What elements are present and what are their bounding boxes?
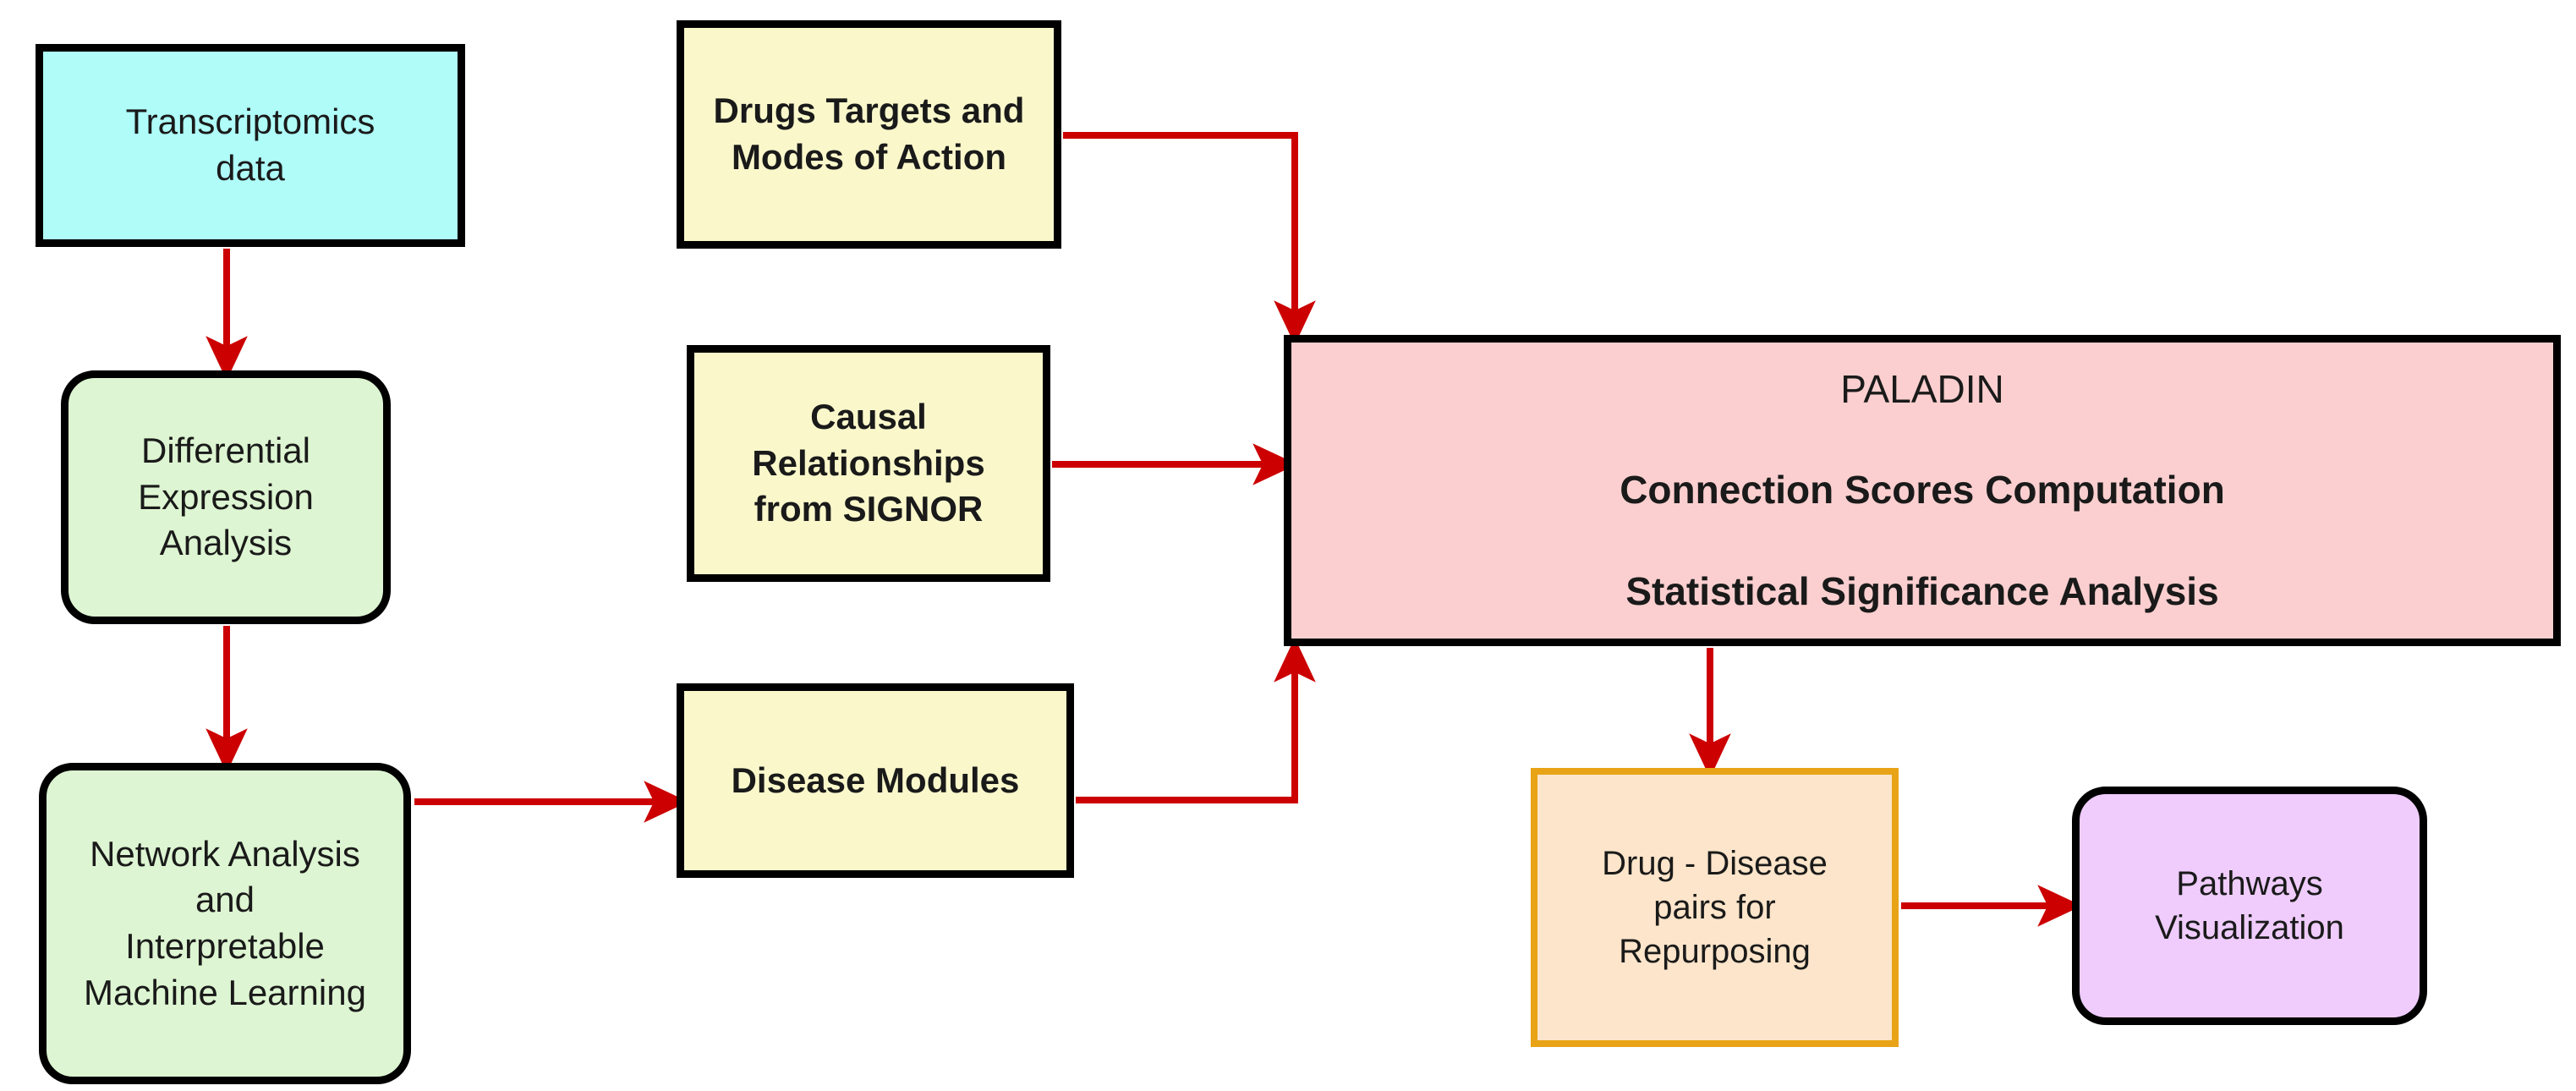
node-drugs-targets-and-modes-of-action[interactable]: Drugs Targets and Modes of Action xyxy=(677,20,1061,249)
node-disease-modules[interactable]: Disease Modules xyxy=(677,683,1074,878)
edge-disease-modules-to-paladin xyxy=(1076,637,1316,803)
node-differential-expression-analysis[interactable]: Differential Expression Analysis xyxy=(61,370,391,624)
node-pathways-visualization[interactable]: Pathways Visualization xyxy=(2072,787,2427,1025)
edge-drugs-to-paladin xyxy=(1063,132,1316,346)
node-drug-disease-pairs-for-repurposing[interactable]: Drug - Disease pairs for Repurposing xyxy=(1531,768,1899,1047)
node-network-analysis-and-interpretable-machine-learning[interactable]: Network Analysis and Interpretable Machi… xyxy=(39,763,411,1084)
paladin-line-statistical-significance: Statistical Significance Analysis xyxy=(1625,568,2219,613)
node-label: Drugs Targets and Modes of Action xyxy=(713,90,1025,177)
node-label: Drug - Disease pairs for Repurposing xyxy=(1602,845,1828,970)
node-label: Pathways Visualization xyxy=(2155,865,2344,946)
node-transcriptomics-data[interactable]: Transcriptomics data xyxy=(36,44,465,247)
node-label: Differential Expression Analysis xyxy=(138,430,314,563)
node-label: Disease Modules xyxy=(731,759,1020,800)
paladin-line-connection-scores: Connection Scores Computation xyxy=(1620,468,2225,513)
node-paladin[interactable]: PALADIN Connection Scores Computation St… xyxy=(1284,335,2561,646)
node-label: Network Analysis and Interpretable Machi… xyxy=(84,833,366,1012)
node-label: Transcriptomics data xyxy=(125,101,375,188)
node-causal-relationships-from-signor[interactable]: Causal Relationships from SIGNOR xyxy=(687,345,1050,582)
node-label: Causal Relationships from SIGNOR xyxy=(752,397,985,529)
paladin-text-block: PALADIN Connection Scores Computation St… xyxy=(1620,314,2225,668)
paladin-title: PALADIN xyxy=(1840,366,2004,411)
